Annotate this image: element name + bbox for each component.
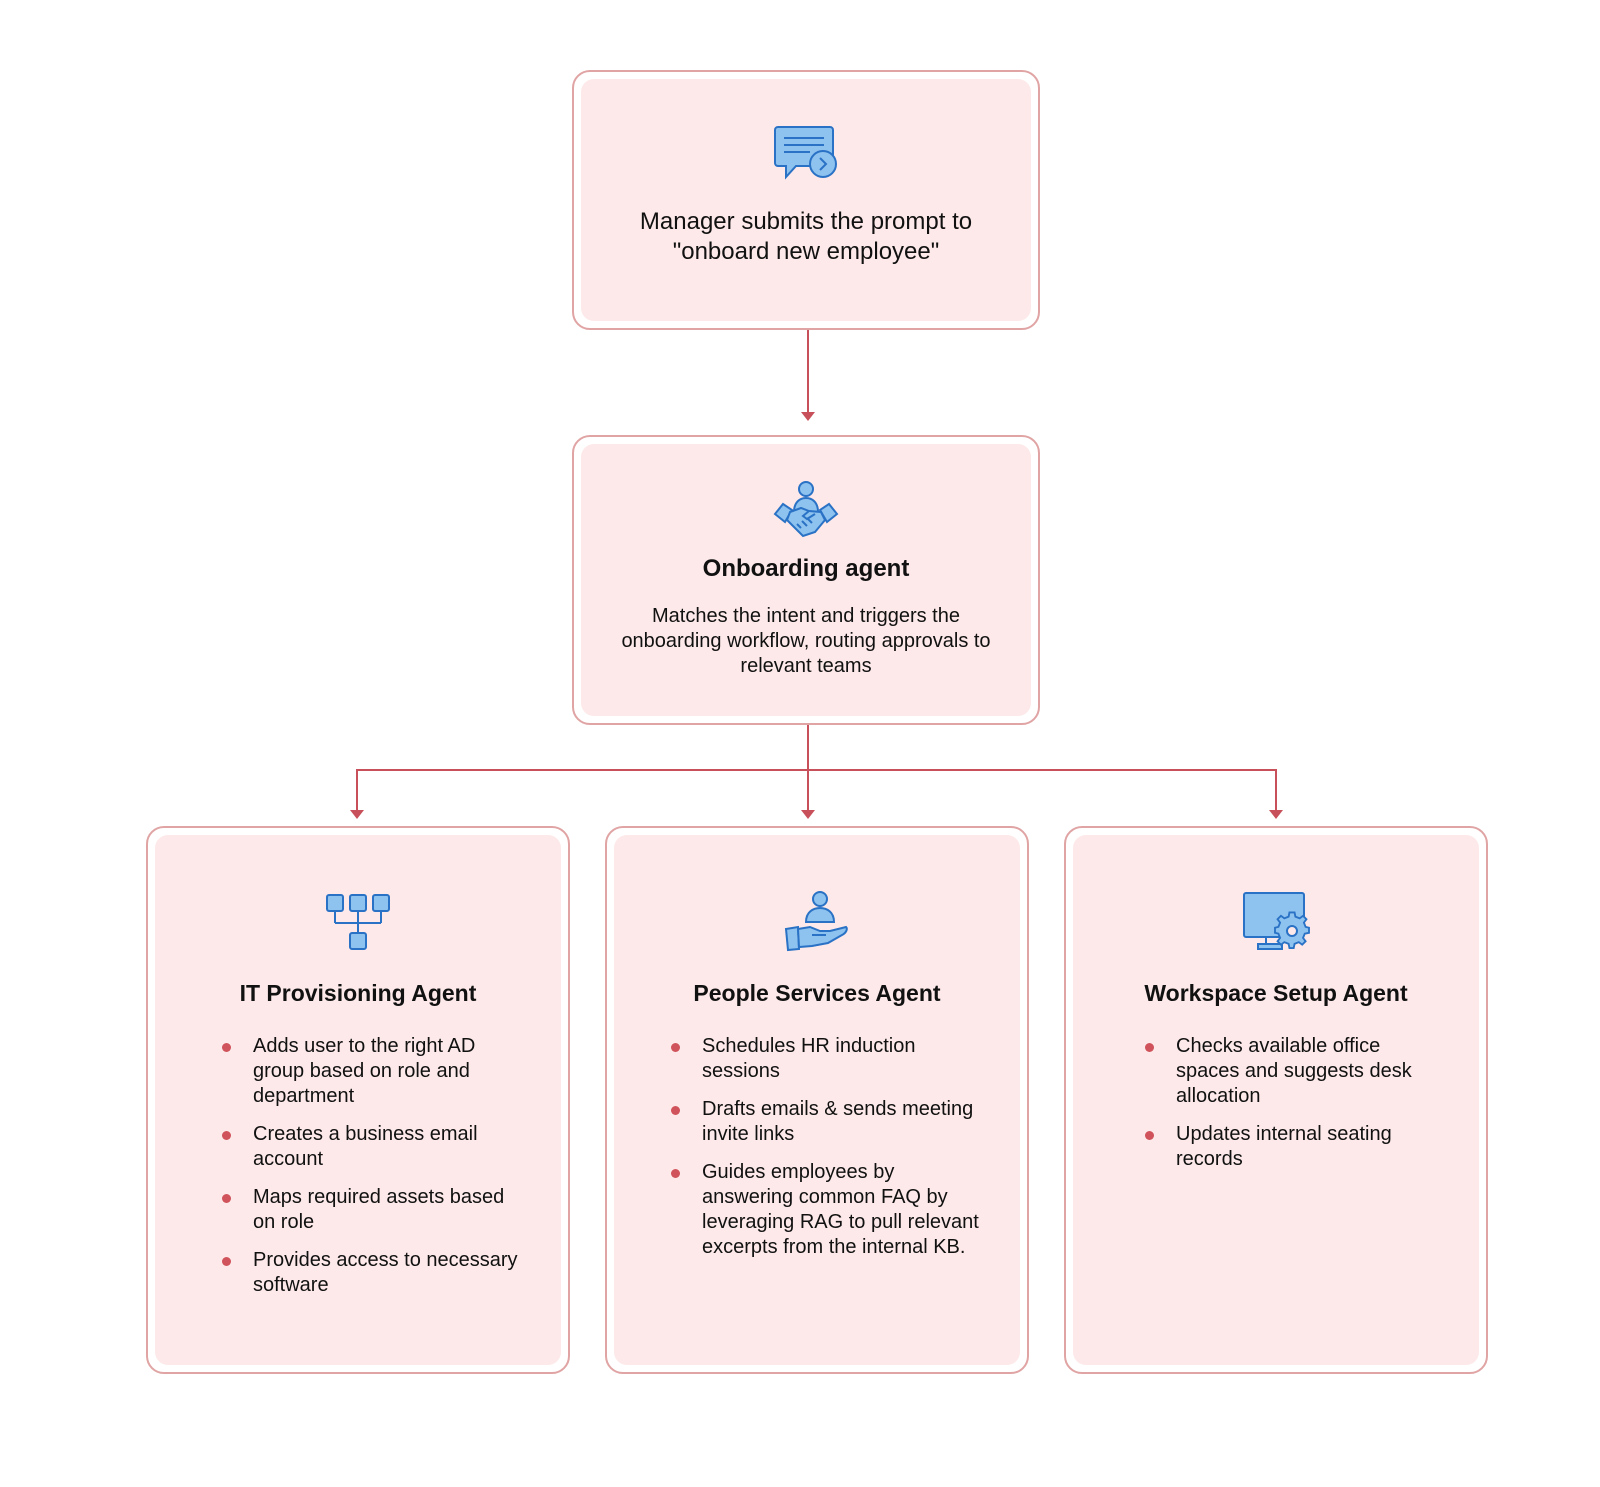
bullet-item: Guides employees by answering common FAQ…: [671, 1160, 991, 1260]
people-services-bullet-list: Schedules HR induction sessions Drafts e…: [671, 1034, 991, 1273]
bullet-item: Adds user to the right AD group based on…: [222, 1034, 522, 1109]
arrowhead-it: [350, 810, 364, 819]
onboarding-agent-description: Matches the intent and triggers the onbo…: [621, 605, 991, 677]
people-services-agent-title: People Services Agent: [693, 980, 941, 1006]
onboarding-agent-node-inner: Onboarding agent Matches the intent and …: [581, 444, 1031, 716]
onboarding-agent-title: Onboarding agent: [702, 555, 910, 582]
chat-bubble-send-icon: [774, 126, 837, 180]
workspace-setup-agent-card: Workspace Setup Agent Checks available o…: [1064, 826, 1488, 1374]
arrowhead-people: [801, 810, 815, 819]
it-provisioning-agent-card-inner: IT Provisioning Agent Adds user to the r…: [155, 835, 561, 1365]
it-provisioning-agent-card: IT Provisioning Agent Adds user to the r…: [146, 826, 570, 1374]
onboarding-agent-node: Onboarding agent Matches the intent and …: [572, 435, 1040, 725]
handshake-icon: [773, 481, 839, 538]
bullet-item: Schedules HR induction sessions: [671, 1034, 991, 1084]
person-on-hand-icon: [784, 891, 848, 952]
it-provisioning-bullet-list: Adds user to the right AD group based on…: [222, 1034, 522, 1311]
bullet-item: Drafts emails & sends meeting invite lin…: [671, 1097, 991, 1147]
workspace-setup-agent-card-inner: Workspace Setup Agent Checks available o…: [1073, 835, 1479, 1365]
hierarchy-icon: [326, 894, 390, 950]
prompt-node: Manager submits the prompt to "onboard n…: [572, 70, 1040, 330]
bullet-item: Updates internal seating records: [1145, 1122, 1445, 1172]
connector-branch: [356, 769, 1277, 812]
bullet-item: Provides access to necessary software: [222, 1248, 522, 1298]
bullet-item: Creates a business email account: [222, 1122, 522, 1172]
workspace-setup-bullet-list: Checks available office spaces and sugge…: [1145, 1034, 1445, 1185]
prompt-node-inner: Manager submits the prompt to "onboard n…: [581, 79, 1031, 321]
monitor-gear-icon: [1243, 892, 1310, 950]
arrowhead-workspace: [1269, 810, 1283, 819]
people-services-agent-card: People Services Agent Schedules HR induc…: [605, 826, 1029, 1374]
workspace-setup-agent-title: Workspace Setup Agent: [1144, 980, 1408, 1006]
it-provisioning-agent-title: IT Provisioning Agent: [239, 980, 477, 1006]
bullet-item: Maps required assets based on role: [222, 1185, 522, 1235]
prompt-text: Manager submits the prompt to "onboard n…: [639, 208, 973, 265]
people-services-agent-card-inner: People Services Agent Schedules HR induc…: [614, 835, 1020, 1365]
bullet-item: Checks available office spaces and sugge…: [1145, 1034, 1445, 1109]
arrowhead-onboarding: [801, 412, 815, 421]
